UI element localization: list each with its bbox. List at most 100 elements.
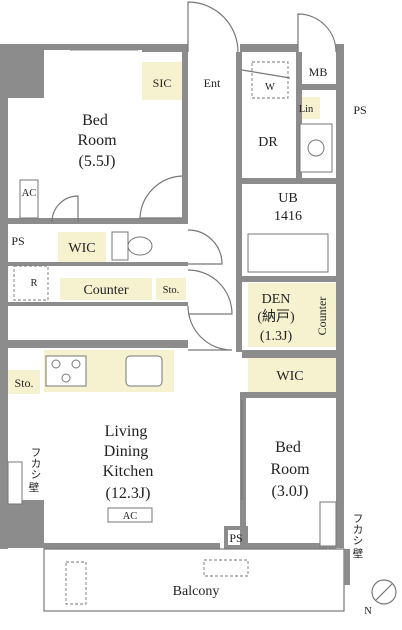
fukashi-char: シ: [353, 536, 364, 547]
wall-north-sic: [142, 44, 188, 52]
wall-ldk-north: [8, 340, 188, 348]
wall-bedroom-east: [182, 52, 188, 224]
ac-box-bedroom: [19, 179, 39, 219]
bedroom1-size: (5.5J): [79, 153, 116, 170]
ub-label: UB: [278, 191, 297, 206]
wash-basin-bowl: [307, 139, 325, 157]
bedroom2-size: (3.0J): [272, 483, 309, 500]
fukashi-wall-east: [319, 501, 337, 547]
w-label: W: [265, 82, 275, 93]
den-label: DEN: [262, 292, 291, 307]
den-note: (納戸): [257, 309, 295, 325]
fukashi-wall-east-label: フカシ壁: [353, 514, 364, 560]
toilet-bowl: [127, 236, 153, 256]
sto1-area: [156, 278, 186, 300]
wall-counter-south: [8, 302, 188, 306]
fukashi-char: シ: [31, 470, 42, 481]
toilet-door[interactable]: [187, 229, 223, 265]
fukashi-char: カ: [31, 458, 42, 470]
mb-door[interactable]: [297, 13, 337, 53]
wall-wic2-south: [240, 392, 336, 398]
ps-label-east: PS: [353, 103, 366, 117]
bedroom1-name: Bed Room: [77, 112, 117, 149]
wic1-label: WIC: [68, 241, 95, 256]
fridge-space: [13, 265, 49, 301]
wic1-area: [58, 232, 106, 262]
wall-dr-east: [296, 52, 302, 178]
ent-label: Ent: [204, 76, 221, 90]
den-counter-label: Counter: [315, 297, 329, 336]
hall-door-upper[interactable]: [187, 269, 233, 315]
balcony-hatch-center: [203, 559, 249, 577]
counter-label: Counter: [83, 283, 128, 298]
ldk-size: (12.3J): [106, 485, 151, 502]
dr-label: DR: [258, 135, 278, 150]
wall-south-ldk: [44, 543, 220, 549]
wall-bedroom-south: [8, 218, 182, 224]
fukashi-char: フ: [353, 514, 364, 525]
compass-arrow: [375, 583, 393, 601]
den-area: [248, 283, 308, 347]
sic-area: [142, 62, 182, 100]
dr-door[interactable]: [241, 69, 291, 79]
wall-north-dr: [240, 44, 298, 52]
balcony-hatch-west: [65, 561, 87, 605]
balcony-east-wall: [344, 549, 350, 585]
wall-southwest-block: [8, 500, 44, 548]
wall-northwest-block: [8, 44, 44, 98]
fukashi-char: フ: [31, 448, 42, 459]
wall-den-south: [242, 350, 336, 358]
ac-unit: [107, 507, 153, 523]
burner-1: [51, 359, 61, 369]
wall-east-upper: [336, 44, 344, 380]
wall-ub-south: [242, 276, 336, 282]
ldk-name: Living Dining Kitchen: [103, 423, 154, 480]
sto1-label: Sto.: [163, 285, 180, 296]
den-size: (1.3J): [260, 329, 293, 344]
entrance-door[interactable]: [187, 1, 239, 53]
wic2-label: WIC: [276, 369, 303, 384]
wall-hall-east: [236, 52, 242, 352]
wall-east-lower: [336, 380, 344, 548]
wall-ub-north: [242, 178, 336, 184]
ac-label-ldk: AC: [123, 511, 138, 522]
burner-3: [61, 373, 71, 383]
wall-south-bedroom: [248, 543, 336, 549]
fukashi-wall-west: [7, 461, 23, 505]
lin-area: [298, 97, 320, 119]
north-label: N: [364, 606, 372, 617]
fukashi-char: カ: [353, 524, 364, 536]
sic-label: SIC: [153, 76, 172, 90]
ps-label-south: PS: [229, 531, 242, 545]
hall-door-lower[interactable]: [187, 305, 233, 351]
lin-label: Lin: [299, 104, 314, 115]
wic1-door[interactable]: [51, 195, 79, 223]
mb-label: MB: [309, 65, 328, 79]
wall-bedroom2-west: [240, 398, 246, 546]
den-counter-area: [308, 283, 336, 347]
r-label: R: [30, 278, 37, 289]
ac-label-bedroom: AC: [22, 188, 37, 199]
counter-area: [60, 278, 152, 300]
wall-west: [0, 44, 8, 549]
washer-space: [251, 61, 289, 99]
toilet-tank: [111, 231, 129, 261]
compass-ring: [371, 579, 397, 605]
bathtub: [247, 233, 329, 273]
burner-2: [71, 359, 81, 369]
kitchen-sink: [125, 355, 163, 387]
sto2-area: [8, 370, 40, 394]
bedroom2-name: Bed Room: [270, 439, 310, 478]
wall-wic-south: [8, 262, 188, 266]
balcony-label: Balcony: [173, 584, 220, 599]
ps-label-west: PS: [11, 234, 24, 248]
sto2-label: Sto.: [14, 376, 33, 390]
wall-mb-south: [296, 84, 336, 90]
bedroom1-door[interactable]: [139, 175, 183, 219]
fukashi-wall-west-label: フカシ壁: [29, 448, 42, 494]
balcony-outline: [43, 548, 345, 612]
wic2-area: [248, 358, 336, 392]
ub-code: 1416: [274, 209, 302, 224]
